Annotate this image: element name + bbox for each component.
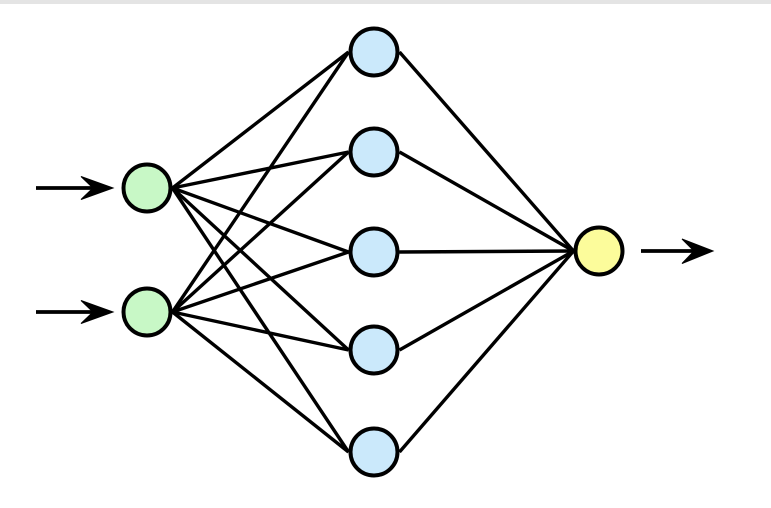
edge-h4-o1 (398, 249, 575, 352)
edge-i2-h2 (171, 150, 350, 314)
edge-i1-h1 (171, 50, 350, 190)
edge-h5-o1 (398, 249, 575, 454)
edge-h2-o1 (398, 150, 575, 253)
output-arrow-head (681, 238, 715, 264)
edge-i2-h5 (171, 310, 350, 454)
hidden-node-h4 (348, 324, 400, 376)
input-arrow-1-head (80, 176, 115, 200)
edge-i1-h5 (171, 187, 350, 453)
input-arrow-2-head (80, 300, 115, 324)
edge-i2-h3 (171, 250, 350, 314)
edge-h3-o1 (399, 249, 574, 254)
input-node-i1 (121, 162, 173, 214)
edge-i1-h3 (171, 186, 350, 254)
edge-i1-h2 (172, 150, 349, 190)
hidden-node-h3 (348, 226, 400, 278)
edge-h1-o1 (398, 50, 575, 253)
edge-i2-h1 (171, 51, 350, 313)
hidden-node-h1 (348, 26, 400, 78)
output-node-o1 (573, 225, 625, 277)
edge-i1-h4 (171, 186, 350, 352)
input-node-i2 (121, 286, 173, 338)
top-border-strip (0, 0, 771, 4)
edge-i2-h4 (172, 310, 349, 352)
hidden-node-h5 (348, 426, 400, 478)
hidden-node-h2 (348, 126, 400, 178)
